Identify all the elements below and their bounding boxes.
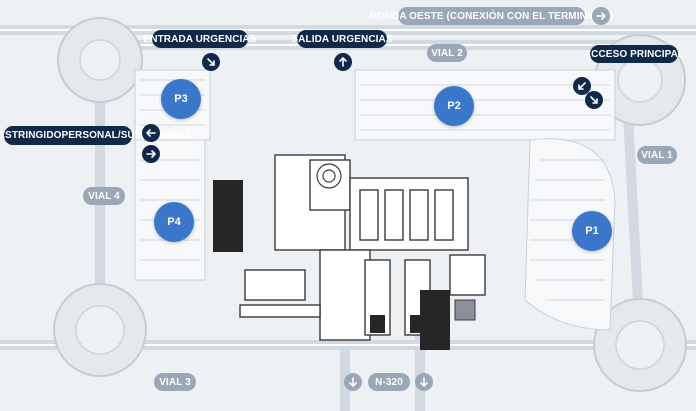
acceso-principal-label: ACCESO PRINCIPAL [584,45,684,63]
arrow-right-icon [592,7,610,25]
arrow-left-icon [142,124,160,142]
entrada-urgencias-label: ENTRADA URGENCIAS [144,30,256,48]
parking-p3-marker: P3 [161,79,201,119]
arrow-down-right-icon [585,91,603,109]
arrow-down-left-icon [573,77,591,95]
vial-3-label: VIAL 3 [154,373,196,391]
arrow-down-icon [415,373,433,391]
arrow-down-icon [344,373,362,391]
parking-p2-marker: P2 [434,86,474,126]
arrow-right-icon [142,145,160,163]
salida-urgencias-label: SALIDA URGENCIAS [291,30,393,48]
acceso-restringido-label: ACCESO RESTRINGIDO PERSONAL/SUMINISTROS [0,126,191,145]
vial-1-label: VIAL 1 [637,146,677,164]
n-320-label: N-320 [368,373,410,391]
arrow-up-icon [334,53,352,71]
arrow-down-right-icon [202,53,220,71]
parking-p1-marker: P1 [572,211,612,251]
vial-2-label: VIAL 2 [427,44,467,62]
acceso-restringido-line1: ACCESO RESTRINGIDO [0,130,62,141]
parking-p4-marker: P4 [154,202,194,242]
acceso-restringido-line2: PERSONAL/SUMINISTROS [61,130,192,141]
vial-4-label: VIAL 4 [83,187,125,205]
ronda-oeste-label: RONDA OESTE (CONEXIÓN CON EL TERMINILLO) [370,7,613,25]
